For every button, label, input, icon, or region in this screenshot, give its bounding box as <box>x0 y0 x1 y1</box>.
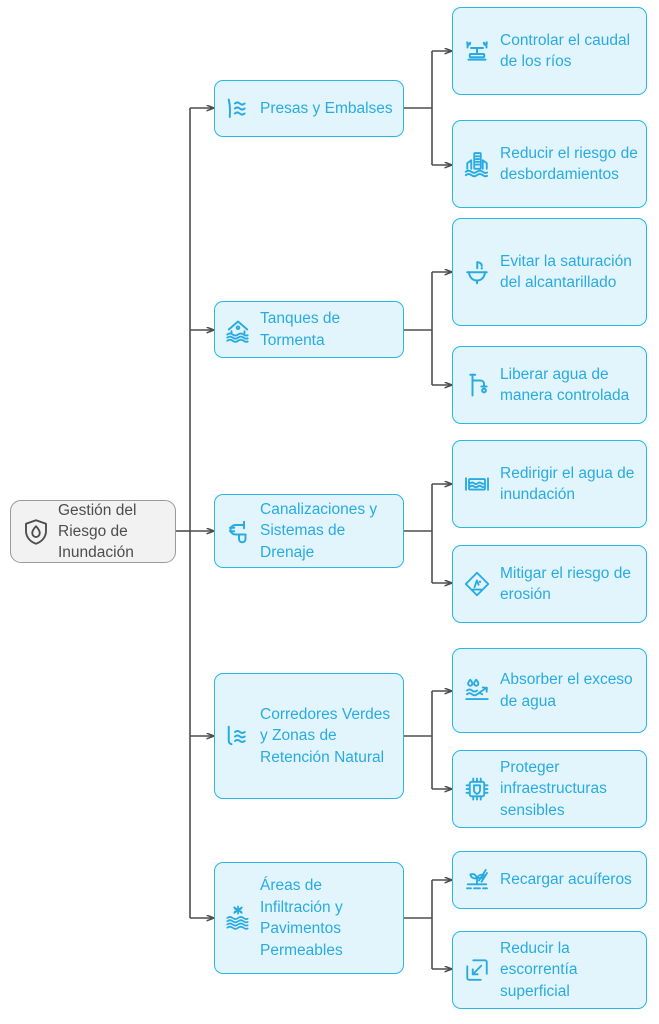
plant-recharge-icon <box>460 863 494 897</box>
leaf-node-2-1[interactable]: Evitar la saturación del alcantarillado <box>452 218 647 326</box>
drainage-pipe-icon <box>221 514 255 548</box>
retention-basin-icon <box>221 719 255 753</box>
shield-water-drop-icon <box>20 516 52 548</box>
leaf-node-3-1[interactable]: Redirigir el agua de inundación <box>452 440 647 528</box>
leaf-node-5-1[interactable]: Recargar acuíferos <box>452 851 647 909</box>
leaf-node-1-1[interactable]: Controlar el caudal de los ríos <box>452 7 647 95</box>
sink-drain-icon <box>460 255 494 289</box>
branch-node-2[interactable]: Tanques de Tormenta <box>214 301 404 358</box>
leaf-label-1-1: Controlar el caudal de los ríos <box>500 31 631 71</box>
leaf-node-2-2[interactable]: Liberar agua de manera controlada <box>452 346 647 424</box>
leaf-node-4-1[interactable]: Absorber el exceso de agua <box>452 648 647 733</box>
leaf-label-2-2: Liberar agua de manera controlada <box>500 365 630 405</box>
branch-label-2: Tanques de Tormenta <box>260 310 341 349</box>
dam-water-icon <box>221 92 255 126</box>
root-label: Gestión del Riesgo de Inundación <box>58 502 137 561</box>
protected-chip-icon <box>460 772 494 806</box>
branch-node-4[interactable]: Corredores Verdes y Zonas de Retención N… <box>214 673 404 799</box>
water-basin-icon <box>460 467 494 501</box>
root-node[interactable]: Gestión del Riesgo de Inundación <box>10 500 176 563</box>
leaf-label-2-1: Evitar la saturación del alcantarillado <box>500 252 632 292</box>
leaf-node-5-2[interactable]: Reducir la escorrentía superficial <box>452 931 647 1009</box>
branch-node-1[interactable]: Presas y Embalses <box>214 80 404 137</box>
leaf-node-4-2[interactable]: Proteger infraestructuras sensibles <box>452 750 647 828</box>
leaf-label-4-2: Proteger infraestructuras sensibles <box>500 758 607 819</box>
runoff-reduction-icon <box>460 953 494 987</box>
leaf-node-1-2[interactable]: Reducir el riesgo de desbordamientos <box>452 120 647 208</box>
branch-label-1: Presas y Embalses <box>260 99 393 117</box>
flooded-buildings-icon <box>460 147 494 181</box>
leaf-label-3-2: Mitigar el riesgo de erosión <box>500 564 631 604</box>
branch-label-5: Áreas de Infiltración y Pavimentos Perme… <box>260 877 343 959</box>
leaf-label-5-1: Recargar acuíferos <box>500 871 632 889</box>
branch-label-3: Canalizaciones y Sistemas de Drenaje <box>260 500 378 561</box>
leaf-label-4-1: Absorber el exceso de agua <box>500 671 633 710</box>
water-absorption-icon <box>460 674 494 708</box>
flow-control-valve-icon <box>460 34 494 68</box>
leaf-node-3-2[interactable]: Mitigar el riesgo de erosión <box>452 545 647 623</box>
erosion-warning-icon <box>460 567 494 601</box>
permeable-infiltration-icon <box>221 901 255 935</box>
branch-label-4: Corredores Verdes y Zonas de Retención N… <box>260 705 391 766</box>
flooded-house-icon <box>221 313 255 347</box>
branch-node-3[interactable]: Canalizaciones y Sistemas de Drenaje <box>214 494 404 568</box>
leaf-label-5-2: Reducir la escorrentía superficial <box>500 939 578 1000</box>
branch-node-5[interactable]: Áreas de Infiltración y Pavimentos Perme… <box>214 862 404 974</box>
faucet-tap-icon <box>460 368 494 402</box>
leaf-label-1-2: Reducir el riesgo de desbordamientos <box>500 144 638 184</box>
leaf-label-3-1: Redirigir el agua de inundación <box>500 464 635 504</box>
